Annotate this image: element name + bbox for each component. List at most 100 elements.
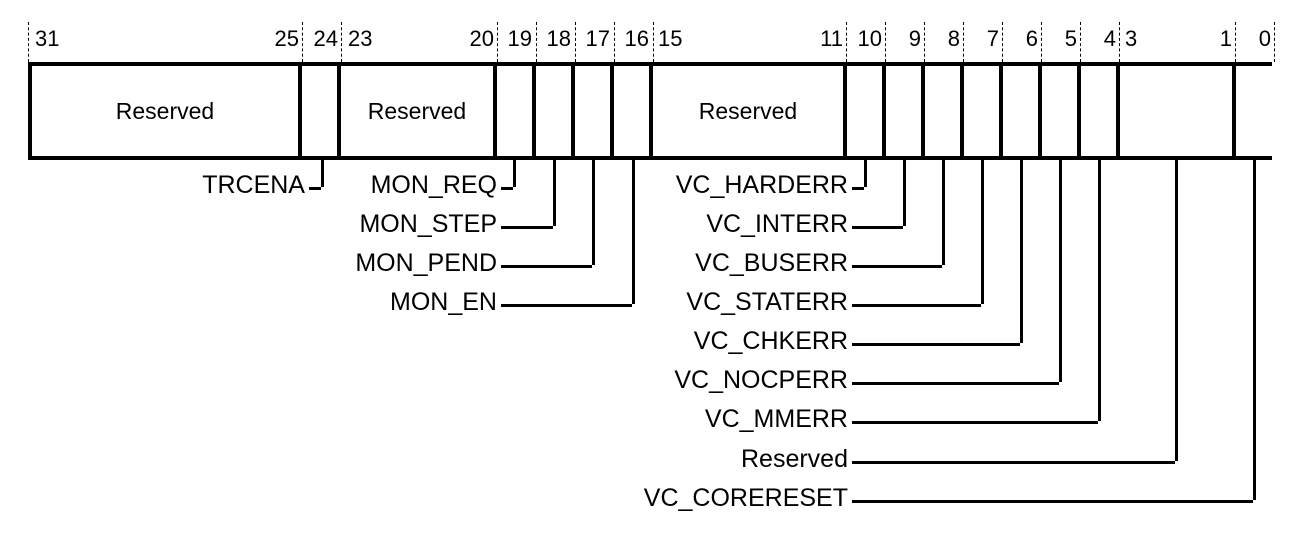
leader-horizontal-vc_chkerr: [852, 343, 1020, 346]
leader-horizontal-mon_req: [501, 187, 513, 190]
bit-number-4: 4: [1103, 26, 1116, 51]
bit-number-15: 15: [658, 26, 683, 51]
field-label-vc_buserr: VC_BUSERR: [695, 249, 848, 277]
leader-horizontal-vc_staterr: [852, 304, 981, 307]
leader-vertical-vc_staterr: [981, 160, 984, 304]
register-box: Reserved Reserved Reserved: [28, 62, 1272, 160]
bit-boundary-tick: [536, 22, 537, 62]
bit-number-25: 25: [274, 26, 299, 51]
bit-cell-0: [1236, 66, 1272, 156]
bit-cell-16: [614, 66, 653, 156]
field-label-vc_interr: VC_INTERR: [706, 210, 848, 238]
leader-vertical-vc_mmerr: [1098, 160, 1101, 421]
bit-boundary-tick: [341, 22, 342, 62]
field-label-mon_step: MON_STEP: [359, 210, 497, 238]
bit-number-18: 18: [546, 26, 571, 51]
bit-cell-19: [497, 66, 536, 156]
leader-horizontal-mon_pend: [501, 265, 592, 268]
field-label-vc_staterr: VC_STATERR: [686, 288, 848, 316]
field-label-vc_corereset: VC_CORERESET: [643, 484, 848, 512]
bit-boundary-tick: [924, 22, 925, 62]
bit-number-0: 0: [1258, 26, 1271, 51]
leader-horizontal-vc_harderr: [852, 187, 864, 190]
bit-cell-7: [964, 66, 1003, 156]
bit-number-7: 7: [986, 26, 999, 51]
field-label-mon_en: MON_EN: [390, 288, 497, 316]
bit-boundary-tick: [575, 22, 576, 62]
bit-cell-label: Reserved: [115, 97, 215, 124]
leader-horizontal-trcena: [309, 187, 321, 190]
bit-boundary-tick: [28, 22, 29, 62]
bit-boundary-tick: [1002, 22, 1003, 62]
bit-number-6: 6: [1025, 26, 1038, 51]
bit-cell-label: Reserved: [698, 97, 798, 124]
leader-horizontal-vc_nocperr: [852, 382, 1059, 385]
bit-cell-label: Reserved: [367, 97, 467, 124]
leader-vertical-vc_corereset: [1253, 160, 1256, 500]
bit-boundary-tick: [846, 22, 847, 62]
bit-cell-6: [1003, 66, 1042, 156]
field-label-vc_chkerr: VC_CHKERR: [693, 327, 848, 355]
bit-boundary-tick: [302, 22, 303, 62]
bit-number-10: 10: [857, 26, 882, 51]
field-label-vc_nocperr: VC_NOCPERR: [674, 366, 848, 394]
leader-horizontal-vc_buserr: [852, 265, 942, 268]
leader-vertical-mon_en: [632, 160, 635, 304]
leader-vertical-mon_step: [553, 160, 556, 226]
bit-number-17: 17: [585, 26, 610, 51]
bit-boundary-tick: [885, 22, 886, 62]
leader-vertical-vc_interr: [903, 160, 906, 226]
bit-cell-18: [536, 66, 575, 156]
field-label-vc_mmerr: VC_MMERR: [704, 405, 848, 433]
field-label-trcena: TRCENA: [202, 171, 305, 199]
bit-cell-31-25: Reserved: [32, 66, 302, 156]
bit-boundary-tick: [1080, 22, 1081, 62]
leader-vertical-trcena: [321, 160, 324, 187]
bit-cell-15-11: Reserved: [653, 66, 847, 156]
bit-cell-3-1: [1120, 66, 1236, 156]
bit-number-8: 8: [947, 26, 960, 51]
bit-number-23: 23: [348, 26, 373, 51]
bit-number-19: 19: [507, 26, 532, 51]
bit-boundary-tick: [1041, 22, 1042, 62]
leader-vertical-reserved: [1175, 160, 1178, 461]
bit-number-5: 5: [1064, 26, 1077, 51]
bit-number-24: 24: [313, 26, 338, 51]
bit-cell-8: [925, 66, 964, 156]
bit-cell-24: [302, 66, 341, 156]
field-label-vc_harderr: VC_HARDERR: [675, 171, 848, 199]
bit-cell-23-20: Reserved: [341, 66, 497, 156]
bit-boundary-tick: [1274, 22, 1275, 62]
bit-boundary-tick: [614, 22, 615, 62]
leader-vertical-vc_harderr: [864, 160, 867, 187]
bit-boundary-tick: [1235, 22, 1236, 62]
bit-number-3: 3: [1125, 26, 1138, 51]
leader-vertical-mon_pend: [592, 160, 595, 265]
leader-horizontal-vc_interr: [852, 226, 903, 229]
bit-boundary-tick: [963, 22, 964, 62]
bit-cell-9: [886, 66, 925, 156]
leader-horizontal-vc_mmerr: [852, 421, 1098, 424]
bit-boundary-tick: [653, 22, 654, 62]
bit-cell-5: [1042, 66, 1081, 156]
leader-horizontal-reserved: [852, 461, 1175, 464]
leader-vertical-vc_chkerr: [1020, 160, 1023, 343]
bit-number-16: 16: [624, 26, 649, 51]
leader-vertical-vc_buserr: [942, 160, 945, 265]
field-label-reserved: Reserved: [741, 445, 848, 473]
leader-vertical-mon_req: [513, 160, 516, 187]
leader-horizontal-mon_en: [501, 304, 632, 307]
leader-vertical-vc_nocperr: [1059, 160, 1062, 382]
bit-number-11: 11: [820, 26, 843, 51]
leader-horizontal-mon_step: [501, 226, 553, 229]
bit-number-20: 20: [469, 26, 494, 51]
bit-number-31: 31: [35, 26, 60, 51]
bit-boundary-tick: [497, 22, 498, 62]
bit-cell-17: [575, 66, 614, 156]
bit-cell-10: [847, 66, 886, 156]
bit-boundary-tick: [1119, 22, 1120, 62]
field-label-mon_req: MON_REQ: [370, 171, 497, 199]
field-label-mon_pend: MON_PEND: [355, 249, 497, 277]
bit-number-1: 1: [1219, 26, 1232, 51]
